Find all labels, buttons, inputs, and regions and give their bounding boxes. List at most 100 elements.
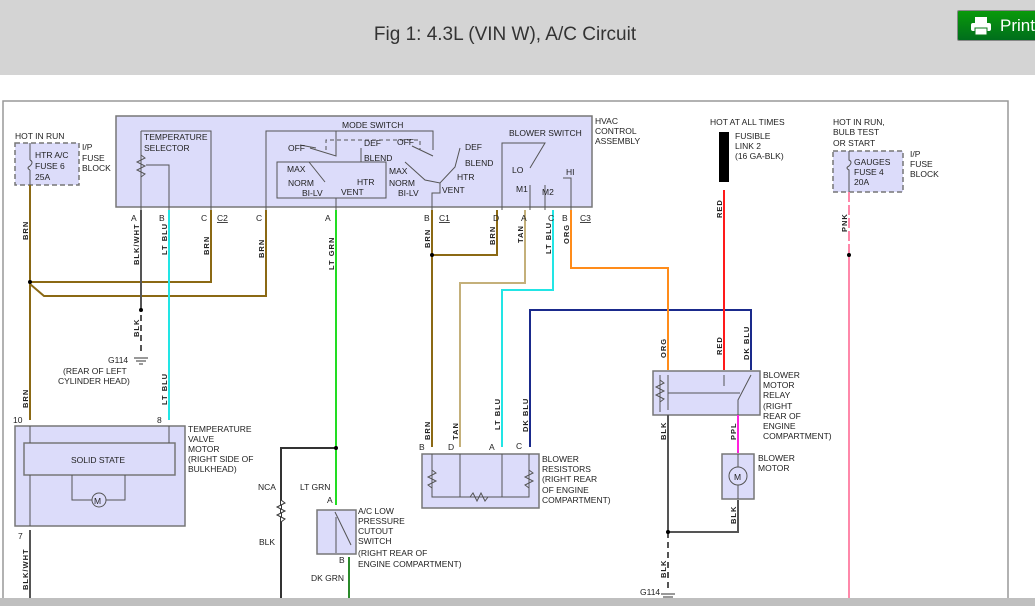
ac-switch-label: A/C LOW bbox=[358, 506, 394, 516]
wire-or-symbol bbox=[404, 145, 461, 210]
wire-label: BRN bbox=[423, 229, 432, 248]
relay-label: RELAY bbox=[763, 390, 791, 400]
switch-pos: MAX bbox=[389, 166, 408, 176]
ip-label: BLOCK bbox=[82, 163, 111, 173]
wire-or-symbol bbox=[308, 148, 386, 183]
pin-label: A bbox=[489, 442, 495, 452]
wire-label: BLK/WHT bbox=[21, 548, 30, 590]
wire-label: LT BLU bbox=[160, 223, 169, 255]
horizontal-scrollbar[interactable] bbox=[0, 598, 1035, 606]
wire-label: NCA bbox=[258, 482, 276, 492]
hot-label: HOT IN RUN, bbox=[833, 117, 885, 127]
gauges-fuse-box bbox=[832, 150, 904, 193]
resistor-label: (RIGHT REAR bbox=[542, 474, 597, 484]
wire-label: PNK bbox=[840, 213, 849, 232]
junction-dot bbox=[334, 446, 338, 450]
junction-dot bbox=[91, 492, 107, 508]
mode-switch-label: MODE SWITCH bbox=[342, 120, 403, 130]
ip-label: I/P bbox=[910, 149, 921, 159]
junction-dot bbox=[430, 253, 434, 257]
switch-pos: MAX bbox=[287, 164, 306, 174]
ip-label: I/P bbox=[82, 142, 93, 152]
switch-pos: HTR bbox=[357, 177, 374, 187]
tvm-label: TEMPERATURE bbox=[188, 424, 252, 434]
ip-label: FUSE bbox=[910, 159, 933, 169]
diagram-element bbox=[28, 253, 851, 534]
switch-pos: NORM bbox=[288, 178, 314, 188]
wire-label: BLK bbox=[132, 319, 141, 337]
wire-or-symbol bbox=[265, 130, 434, 210]
ip-label: FUSE bbox=[82, 153, 105, 163]
resistor-label: BLOWER bbox=[542, 454, 579, 464]
tvm-label: BULKHEAD) bbox=[188, 464, 237, 474]
switch-pos: M2 bbox=[542, 187, 554, 197]
wire-or-symbol bbox=[846, 151, 852, 192]
htr-fuse-box bbox=[14, 142, 80, 186]
wire-or-symbol bbox=[27, 143, 33, 185]
pin-label: C bbox=[256, 213, 262, 223]
fusible-link bbox=[719, 132, 729, 182]
wire-or-symbol bbox=[570, 210, 669, 370]
pin-label: B bbox=[562, 213, 568, 223]
diagram-element bbox=[975, 16, 987, 23]
junction-dot bbox=[728, 466, 748, 486]
connector-label: C3 bbox=[580, 213, 591, 223]
wire-or-symbol bbox=[654, 379, 666, 403]
resistor-label: OF ENGINE bbox=[542, 485, 589, 495]
hot-label: BULB TEST bbox=[833, 127, 879, 137]
switch-pos: OFF bbox=[397, 137, 414, 147]
pin-label: C bbox=[548, 213, 554, 223]
relay-label: (RIGHT bbox=[763, 401, 792, 411]
switch-pos: HI bbox=[566, 167, 575, 177]
wire-or-symbol bbox=[459, 210, 526, 447]
wire-label: DK GRN bbox=[311, 573, 344, 583]
wire-label: LT BLU bbox=[160, 373, 169, 405]
wire-label: DK BLU bbox=[521, 398, 530, 432]
switch-pos: M1 bbox=[516, 184, 528, 194]
solid-state-module bbox=[23, 442, 176, 476]
wire-label: BLK bbox=[659, 422, 668, 440]
hot-label: HOT AT ALL TIMES bbox=[710, 117, 785, 127]
ip-label: BLOCK bbox=[910, 169, 939, 179]
wire-or-symbol bbox=[134, 357, 675, 598]
junction-dot bbox=[139, 308, 143, 312]
wire-label: BLK/WHT bbox=[132, 223, 141, 265]
wire-or-symbol bbox=[29, 185, 267, 420]
wire-label: BRN bbox=[488, 226, 497, 245]
blower-switch-label: BLOWER SWITCH bbox=[509, 128, 582, 138]
switch-pos: VENT bbox=[442, 185, 465, 195]
fuse-label: FUSE 6 bbox=[35, 161, 65, 171]
ground-label: G114 bbox=[108, 355, 128, 365]
print-label: Print bbox=[1000, 15, 1035, 35]
wire-or-symbol bbox=[29, 426, 170, 526]
ac-switch-label: CUTOUT bbox=[358, 526, 393, 536]
wire-or-symbol bbox=[334, 511, 352, 553]
wire-or-symbol bbox=[529, 309, 752, 447]
switch-pos: VENT bbox=[341, 187, 364, 197]
relay-label: BLOWER bbox=[763, 370, 800, 380]
pin-label: B bbox=[339, 555, 345, 565]
printer-icon bbox=[971, 16, 991, 35]
hvac-label: CONTROL bbox=[595, 126, 637, 136]
fuse-label: 25A bbox=[35, 172, 50, 182]
blower-resistors bbox=[421, 453, 540, 509]
diagram-element bbox=[974, 27, 988, 35]
print-button[interactable]: Print bbox=[957, 10, 1035, 41]
fusible-link-label: FUSIBLE bbox=[735, 131, 771, 141]
fuse-label: HTR A/C bbox=[35, 150, 69, 160]
wire-label: BRN bbox=[21, 221, 30, 240]
wire-or-symbol bbox=[140, 130, 212, 210]
pin-label: D bbox=[448, 442, 454, 452]
page-title: Fig 1: 4.3L (VIN W), A/C Circuit bbox=[373, 24, 637, 45]
ac-switch-label: ENGINE COMPARTMENT) bbox=[358, 559, 462, 569]
wire-or-symbol bbox=[501, 142, 572, 210]
switch-pos: LO bbox=[512, 165, 524, 175]
pin-label: B bbox=[424, 213, 430, 223]
wire-label: LT BLU bbox=[544, 222, 553, 254]
fusible-link-label: LINK 2 bbox=[735, 141, 761, 151]
ground-label: (REAR OF LEFT bbox=[63, 366, 127, 376]
ground-label: CYLINDER HEAD) bbox=[58, 376, 130, 386]
pin-label: C bbox=[201, 213, 207, 223]
